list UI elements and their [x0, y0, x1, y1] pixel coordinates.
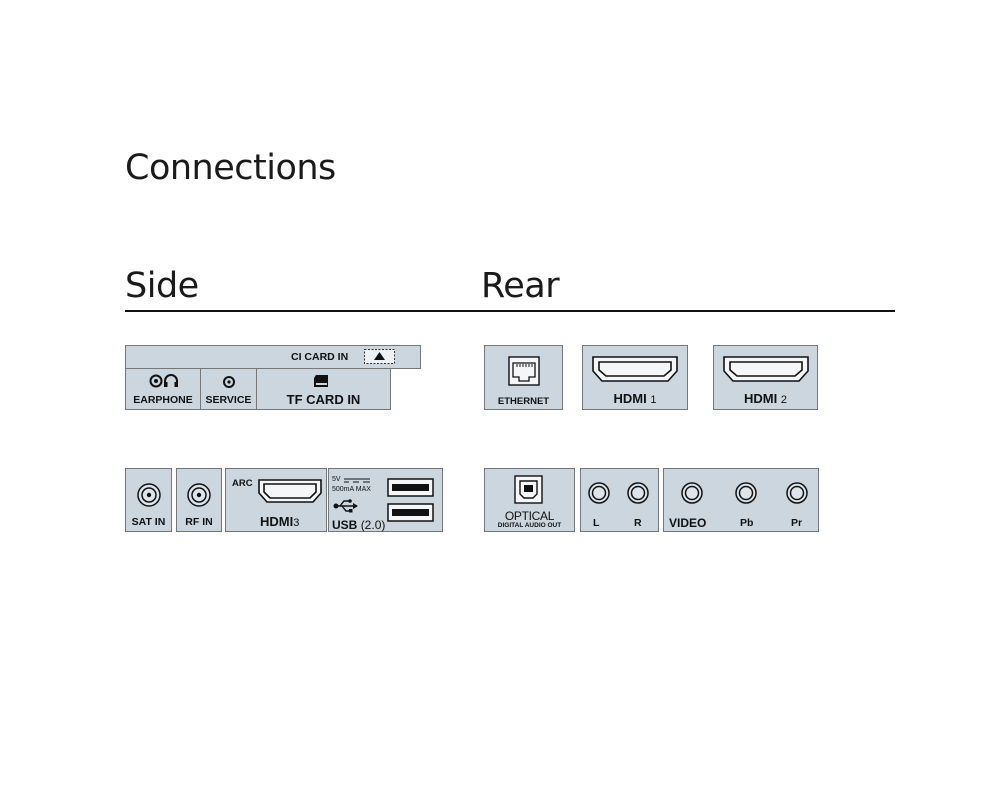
- ethernet-label: ETHERNET: [497, 396, 550, 407]
- hdmi3-port-panel: ARC HDMI3: [225, 468, 327, 532]
- service-port-panel: SERVICE: [200, 368, 257, 410]
- hdmi-port-icon: [258, 479, 322, 503]
- usb-voltage-label: 5V: [332, 476, 341, 483]
- audio-lr-port-panel: L R: [580, 468, 659, 532]
- sd-card-icon: [314, 375, 328, 387]
- audio-left-label: L: [593, 517, 600, 529]
- pb-label: Pb: [740, 517, 754, 529]
- service-jack-icon: [223, 376, 235, 388]
- eject-arrow-icon: [364, 349, 395, 364]
- headphone-jack-icon: [149, 374, 178, 388]
- optical-port-icon: [514, 475, 543, 504]
- tf-card-slot-panel: TF CARD IN: [256, 368, 391, 410]
- section-side-heading: Side: [125, 266, 199, 306]
- earphone-port-panel: EARPHONE: [125, 368, 201, 410]
- coaxial-connector-icon: [137, 483, 161, 507]
- dc-symbol-icon: [344, 478, 370, 483]
- optical-label: OPTICAL: [504, 509, 555, 523]
- service-label: SERVICE: [205, 394, 252, 406]
- usb-current-label: 500mA MAX: [332, 486, 371, 493]
- digital-audio-out-label: DIGITAL AUDIO OUT: [497, 522, 562, 529]
- section-divider: [125, 310, 895, 312]
- earphone-label: EARPHONE: [133, 394, 193, 406]
- page-title: Connections: [125, 148, 336, 188]
- usb-port-panel: 5V 500mA MAX USB (2.0): [328, 468, 443, 532]
- tf-card-in-label: TF CARD IN: [286, 392, 361, 407]
- usb-sockets-icon: [387, 478, 434, 522]
- hdmi1-label: HDMI 1: [613, 391, 657, 406]
- component-video-port-panel: VIDEO Pb Pr: [663, 468, 819, 532]
- ci-card-in-label: CI CARD IN: [291, 351, 349, 363]
- sat-in-label: SAT IN: [131, 516, 166, 528]
- hdmi2-label: HDMI 2: [744, 391, 787, 406]
- hdmi3-label: HDMI3: [260, 514, 300, 529]
- rf-in-label: RF IN: [185, 516, 213, 528]
- video-label: VIDEO: [669, 516, 707, 530]
- hdmi-port-icon: [592, 356, 678, 382]
- hdmi-port-icon: [723, 356, 809, 382]
- audio-right-label: R: [634, 517, 642, 529]
- sat-in-port-panel: SAT IN: [125, 468, 172, 532]
- ethernet-port-icon: [508, 356, 540, 386]
- usb-label: USB (2.0): [332, 518, 386, 532]
- section-rear-heading: Rear: [481, 266, 560, 306]
- rca-jacks-icon: [588, 482, 649, 504]
- ethernet-port-panel: ETHERNET: [484, 345, 563, 410]
- pr-label: Pr: [791, 517, 803, 529]
- optical-port-panel: OPTICAL DIGITAL AUDIO OUT: [484, 468, 575, 532]
- hdmi1-port-panel: HDMI 1: [582, 345, 688, 410]
- hdmi2-port-panel: HDMI 2: [713, 345, 818, 410]
- ci-card-slot-panel: CI CARD IN: [125, 345, 421, 369]
- arc-label: ARC: [232, 478, 253, 489]
- rf-in-port-panel: RF IN: [176, 468, 222, 532]
- usb-trident-icon: [333, 499, 358, 513]
- rca-jacks-icon: [681, 482, 808, 504]
- coaxial-connector-icon: [187, 483, 211, 507]
